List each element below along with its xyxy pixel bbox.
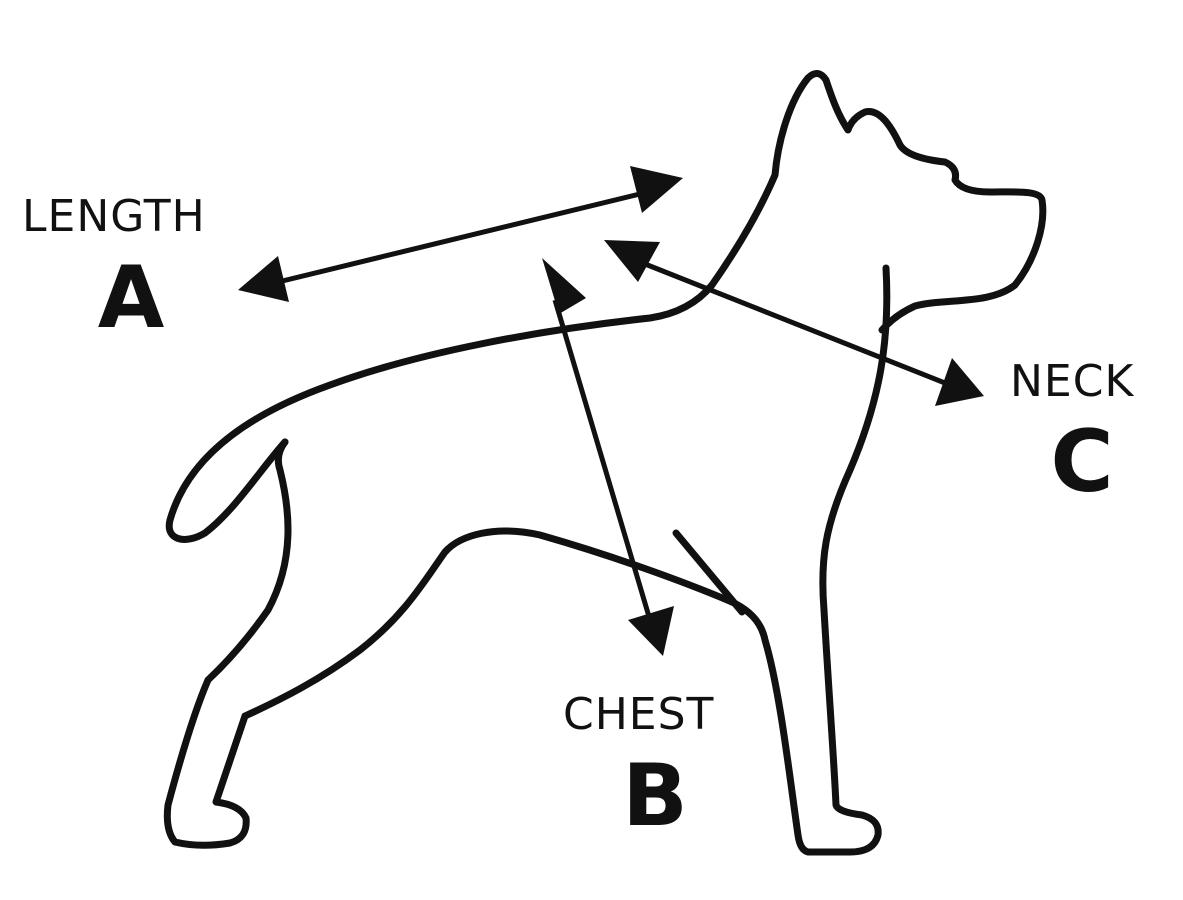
- length-arrow-head-left: [238, 256, 289, 302]
- chest-arrow: [542, 258, 674, 656]
- length-arrow-head-right: [630, 166, 683, 213]
- neck-label: NECK C: [1010, 356, 1134, 512]
- dog-belly-outline: [241, 527, 736, 720]
- dog-head-back-outline: [165, 70, 1047, 543]
- dog-outline: [163, 70, 1047, 856]
- chest-label: CHEST B: [563, 689, 714, 846]
- neck-arrow-head-left: [604, 240, 660, 282]
- length-label-letter: A: [98, 248, 165, 348]
- neck-label-word: NECK: [1010, 356, 1134, 407]
- length-arrow: [238, 166, 683, 302]
- chest-label-letter: B: [622, 746, 688, 846]
- measurement-arrows: [238, 166, 984, 656]
- chest-arrow-head-bottom: [628, 606, 674, 656]
- dog-hind-leg-outline: [163, 438, 292, 849]
- neck-arrow-head-right: [935, 358, 984, 406]
- length-label: LENGTH A: [22, 191, 206, 348]
- dog-elbow-outline: [672, 529, 746, 616]
- chest-arrow-head-top: [542, 258, 586, 314]
- length-label-word: LENGTH: [22, 191, 206, 242]
- neck-arrow: [604, 240, 984, 406]
- chest-label-word: CHEST: [563, 689, 714, 740]
- neck-label-letter: C: [1050, 412, 1113, 512]
- dog-front-leg-outline: [728, 264, 891, 856]
